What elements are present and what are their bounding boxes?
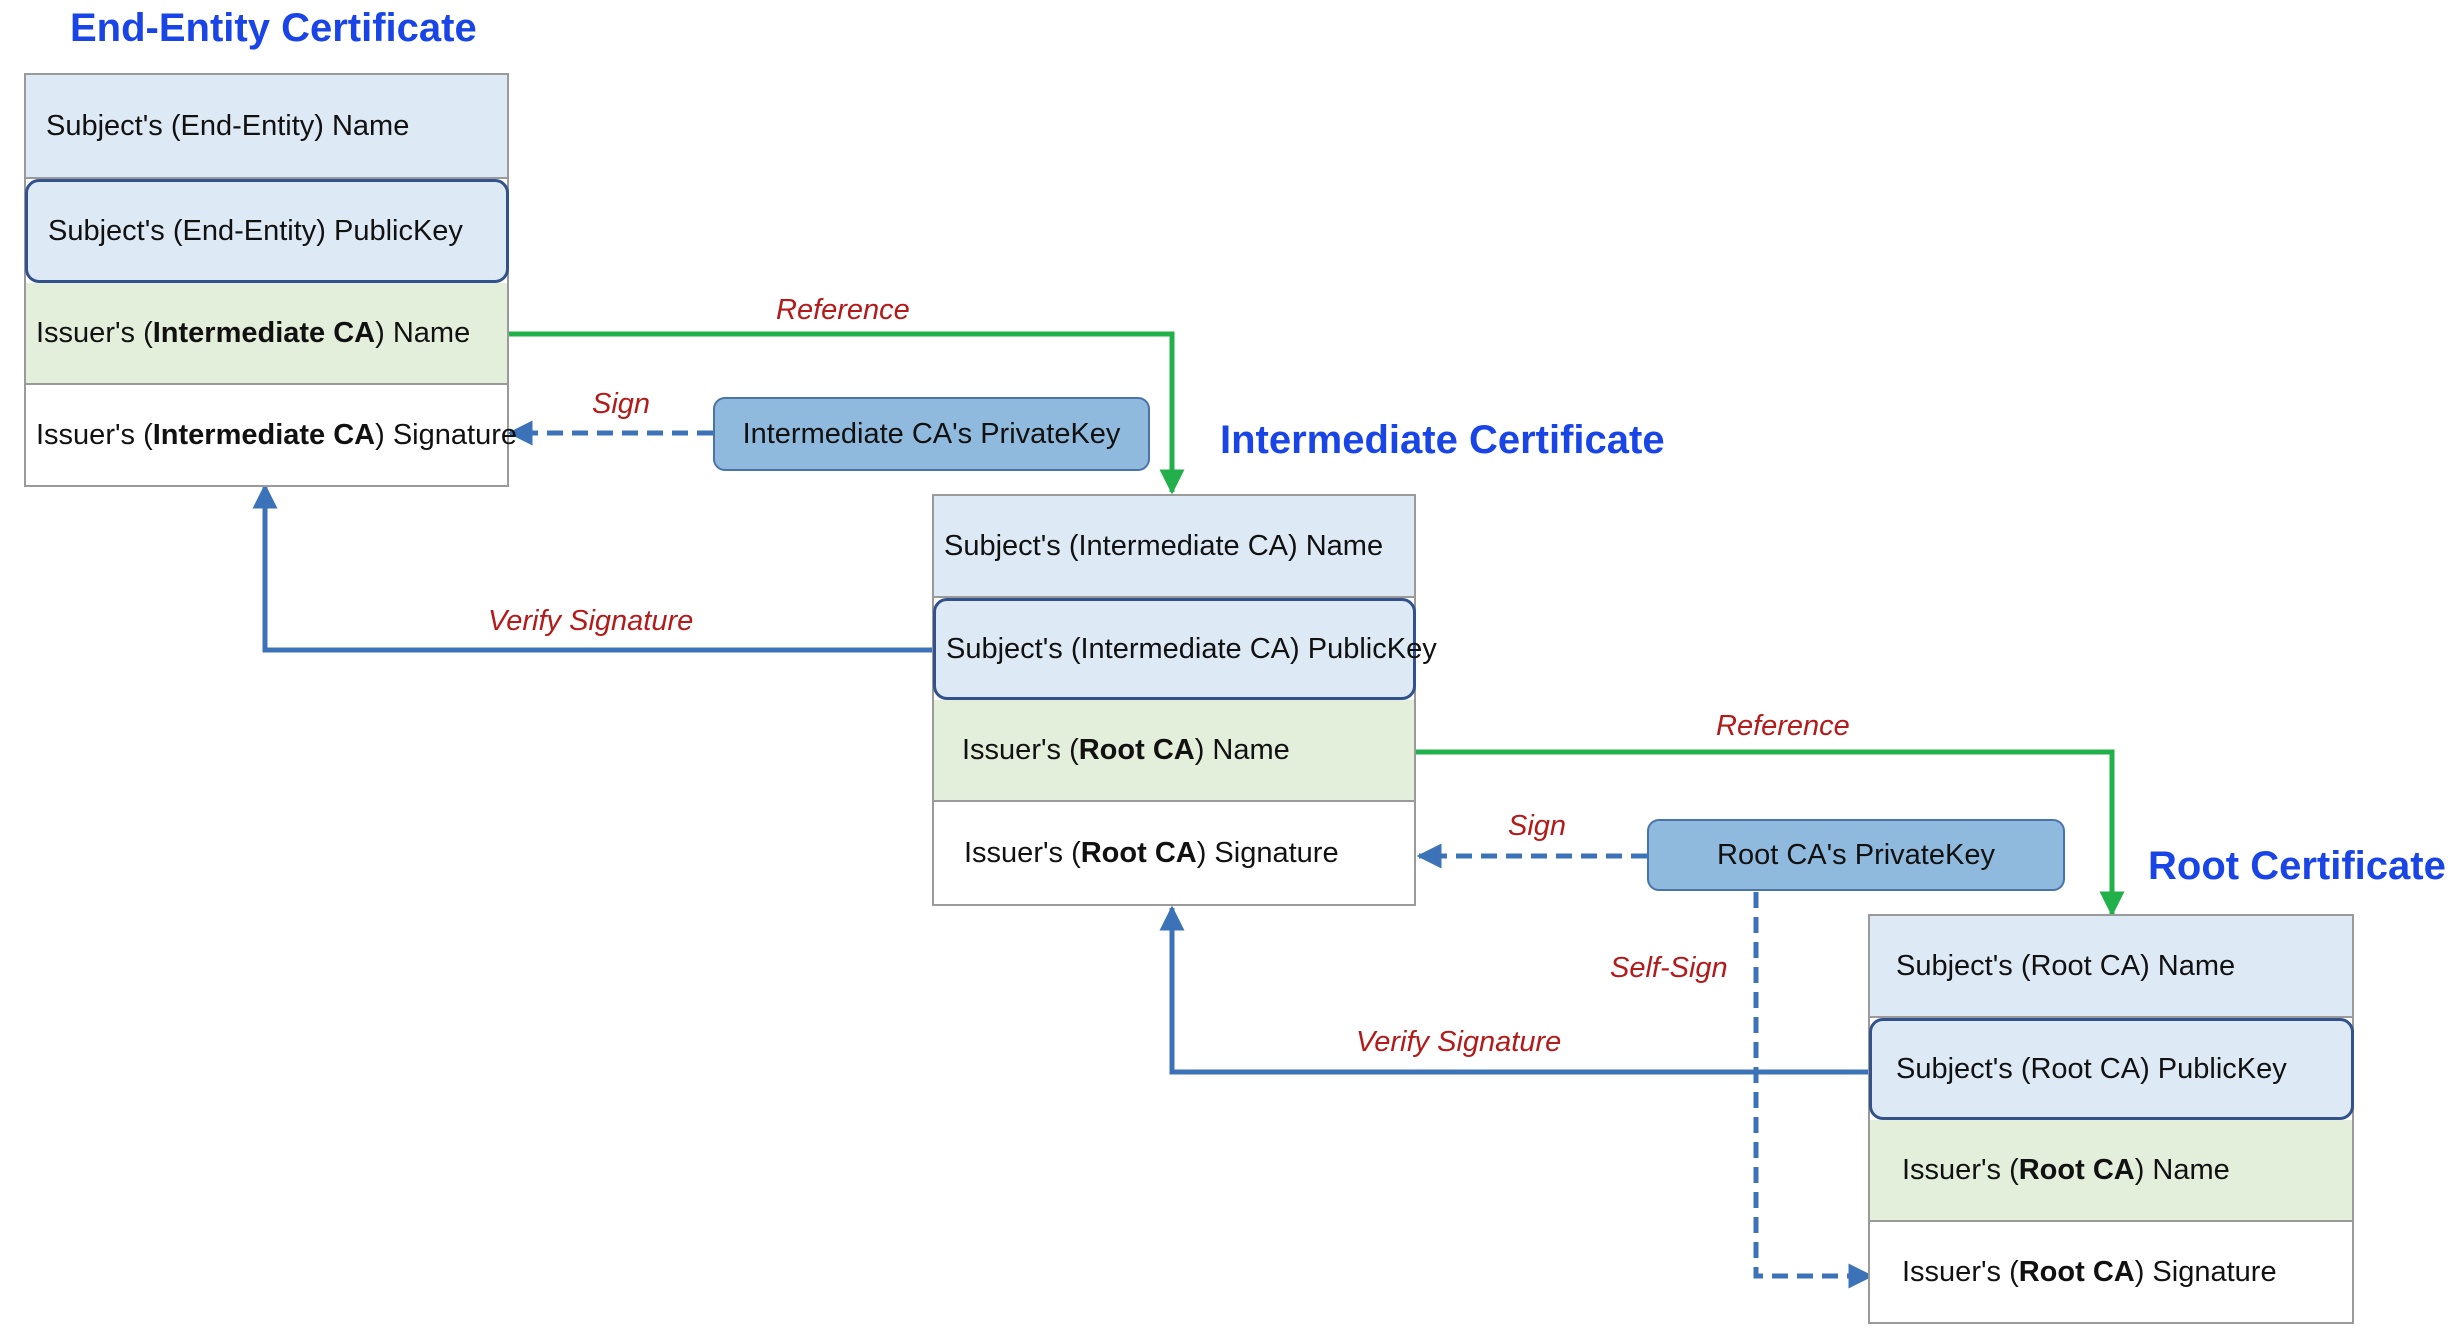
end-entity-subject-name: Subject's (End-Entity) Name bbox=[26, 75, 507, 179]
end-entity-issuer-name: Issuer's (Intermediate CA) Name bbox=[26, 283, 507, 385]
field-text: Issuer's (Intermediate CA) Signature bbox=[36, 418, 517, 451]
self-sign-label: Self-Sign bbox=[1610, 952, 1728, 984]
field-text: Issuer's (Root CA) Name bbox=[962, 733, 1290, 766]
root-issuer-name: Issuer's (Root CA) Name bbox=[1870, 1120, 2352, 1222]
reference-arrow-end-entity-to-intermediate bbox=[507, 331, 1185, 495]
field-text: Subject's (End-Entity) Name bbox=[46, 109, 410, 142]
field-text: Subject's (End-Entity) PublicKey bbox=[48, 214, 463, 247]
field-text: Subject's (Root CA) Name bbox=[1896, 949, 2236, 982]
intermediate-subject-name: Subject's (Intermediate CA) Name bbox=[934, 496, 1414, 598]
intermediate-issuer-signature: Issuer's (Root CA) Signature bbox=[934, 802, 1414, 904]
field-text: Subject's (Intermediate CA) PublicKey bbox=[946, 632, 1437, 665]
field-text: Issuer's (Root CA) Signature bbox=[1902, 1255, 2277, 1288]
field-text: Subject's (Root CA) PublicKey bbox=[1896, 1052, 2287, 1085]
sign-label-1: Sign bbox=[592, 388, 651, 420]
root-issuer-signature: Issuer's (Root CA) Signature bbox=[1870, 1222, 2352, 1322]
root-subject-pubkey: Subject's (Root CA) PublicKey bbox=[1869, 1018, 2354, 1120]
self-sign-arrow bbox=[1753, 892, 1874, 1289]
intermediate-title: Intermediate Certificate bbox=[1220, 418, 1665, 462]
end-entity-title: End-Entity Certificate bbox=[70, 6, 477, 50]
reference-label-2: Reference bbox=[1716, 710, 1850, 742]
field-text: Subject's (Intermediate CA) Name bbox=[944, 529, 1384, 562]
field-text: Issuer's (Root CA) Signature bbox=[964, 836, 1339, 869]
end-entity-issuer-signature: Issuer's (Intermediate CA) Signature bbox=[26, 385, 517, 485]
sign-label-2: Sign bbox=[1508, 810, 1567, 842]
end-entity-certificate: Subject's (End-Entity) Name Subject's (E… bbox=[24, 73, 517, 487]
end-entity-subject-pubkey: Subject's (End-Entity) PublicKey bbox=[25, 179, 509, 283]
reference-arrow-intermediate-to-root bbox=[1416, 749, 2125, 917]
root-certificate: Subject's (Root CA) Name Subject's (Root… bbox=[1868, 914, 2354, 1324]
reference-label-1: Reference bbox=[776, 294, 910, 326]
verify-signature-label-2: Verify Signature bbox=[1356, 1026, 1562, 1058]
verify-signature-label-1: Verify Signature bbox=[488, 605, 694, 637]
intermediate-subject-pubkey: Subject's (Intermediate CA) PublicKey bbox=[933, 598, 1437, 700]
root-ca-private-key: Root CA's PrivateKey bbox=[1647, 819, 2065, 891]
verify-arrow-intermediate-to-end-entity bbox=[252, 483, 933, 653]
root-title: Root Certificate bbox=[2148, 844, 2446, 888]
field-text: Issuer's (Intermediate CA) Name bbox=[36, 316, 471, 349]
intermediate-certificate: Subject's (Intermediate CA) Name Subject… bbox=[932, 494, 1437, 906]
root-subject-name: Subject's (Root CA) Name bbox=[1870, 916, 2352, 1018]
intermediate-ca-private-key: Intermediate CA's PrivateKey bbox=[713, 397, 1150, 471]
intermediate-issuer-name: Issuer's (Root CA) Name bbox=[934, 700, 1414, 802]
field-text: Issuer's (Root CA) Name bbox=[1902, 1153, 2230, 1186]
verify-arrow-root-to-intermediate bbox=[1159, 905, 1870, 1075]
